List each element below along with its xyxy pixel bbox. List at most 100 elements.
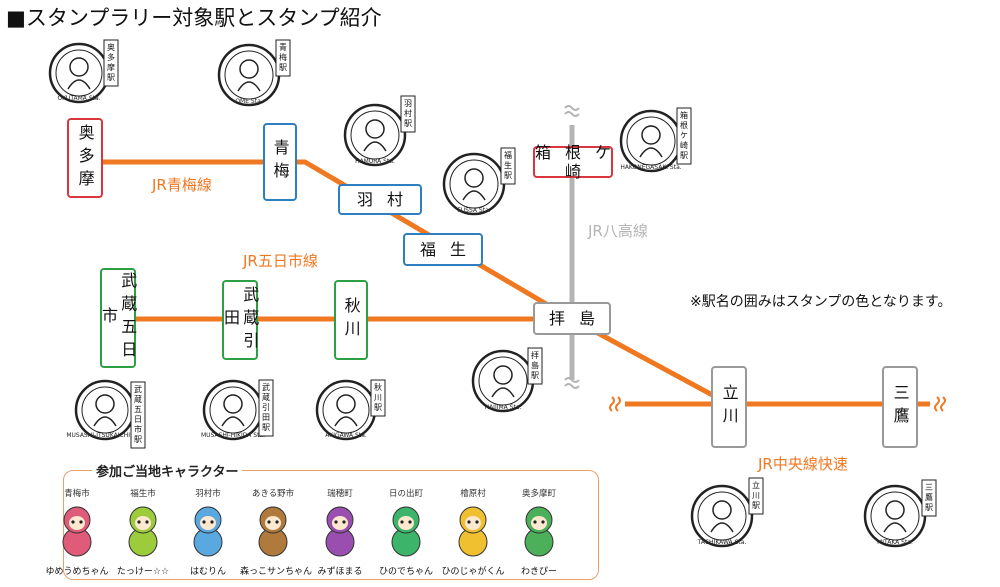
character-head-icon (641, 125, 661, 145)
hachiko-line-break-bottom (564, 377, 580, 389)
character-name: 森っこサンちゃん (240, 567, 313, 577)
character-card: 青梅市ゆめうめちゃん (44, 487, 110, 577)
station-hakonegasaki: 箱根ケ崎 (533, 143, 613, 181)
stamp-inner-ring-icon (626, 116, 676, 166)
stamp-inner-ring-icon (55, 49, 103, 97)
character-name: わきぴー (520, 567, 557, 577)
character-head-icon (69, 57, 89, 77)
stamp-label-frame (258, 379, 274, 437)
stamp-label-frame (103, 39, 119, 87)
character-city: あきる野市 (251, 489, 295, 499)
character-body-icon (883, 522, 907, 533)
stamp-label-frame (130, 381, 146, 449)
station-okutama: 奥多摩 (67, 118, 103, 198)
stamp-station-label: 羽村駅 (404, 99, 413, 129)
mascot-icon (458, 506, 488, 557)
stamp-station-label: 立川駅 (752, 480, 761, 511)
stamp-station-en: MUSASHI-HIKIDA Sta. (201, 432, 265, 439)
character-head-icon (464, 168, 484, 188)
stamp-ome: OME Sta. 青梅駅 (217, 39, 291, 107)
character-card: 福生市たっけー☆☆ (110, 487, 176, 577)
character-head-icon (365, 119, 385, 139)
station-name: 秋川 (341, 297, 361, 343)
character-city: 羽村市 (195, 489, 221, 499)
character-head-icon (223, 394, 243, 414)
stamp-station-en: MITAKA Sta. (877, 539, 913, 546)
stamp-okutama: OKUTAMA Sta.奥多摩駅 (48, 39, 119, 104)
character-head-icon (336, 394, 356, 414)
stamp-inner-ring-icon (697, 491, 747, 541)
hachiko-line-break-top (564, 105, 580, 117)
stamp-ring-icon (315, 379, 377, 441)
stamp-station-label: 箱根ケ崎駅 (680, 110, 689, 161)
mascot-icon (193, 506, 223, 557)
line-label-ome: JR青梅線 (152, 176, 212, 194)
station-musashi-itsukaichi: 武蔵五日市 (99, 268, 137, 368)
character-name: ゆめうめちゃん (45, 567, 109, 577)
stamp-label-frame (676, 107, 692, 165)
stamp-inner-ring-icon (870, 491, 920, 541)
character-body-icon (93, 416, 117, 427)
character-body-icon (67, 79, 91, 90)
stamp-inner-ring-icon (322, 386, 370, 434)
stamp-ring-icon (619, 109, 683, 173)
station-name: 青梅 (270, 139, 290, 185)
character-name: ひのでちゃん (378, 567, 433, 577)
page-title: ■スタンプラリー対象駅とスタンプ紹介 (6, 6, 382, 30)
stamp-station-en: OME Sta. (235, 98, 262, 105)
line-label-itsukaichi: JR五日市線 (243, 252, 318, 270)
station-haijima: 拝島 (533, 302, 611, 335)
station-name: 武蔵引田 (221, 285, 260, 355)
character-panel-title: 参加ご当地キャラクター (92, 461, 243, 480)
stamp-label-frame (400, 95, 416, 133)
stamp-inner-ring-icon (224, 50, 274, 100)
stamp-station-en: HAKONEGASAKI Sta. (620, 164, 681, 171)
stamp-ring-icon (343, 103, 407, 167)
stamp-ring-icon (863, 484, 927, 548)
stamp-station-label: 武蔵引田駅 (262, 382, 271, 433)
character-card: あきる野市森っこサンちゃん (240, 487, 313, 577)
stamp-ring-icon (690, 484, 754, 548)
stamp-ring-icon (471, 349, 535, 413)
character-body-icon (237, 81, 261, 92)
stamp-station-en: FUSSA Sta. (457, 207, 490, 214)
character-name: はむりん (189, 567, 226, 577)
character-city: 奥多摩町 (521, 489, 556, 499)
stamp-station-label: 秋川駅 (374, 382, 383, 413)
stamp-label-frame (275, 39, 291, 77)
character-city: 檜原村 (460, 489, 486, 499)
station-name: 羽村 (356, 189, 417, 209)
station-tachikawa: 立川 (711, 366, 747, 448)
mascot-icon (258, 506, 288, 557)
character-body-icon (491, 387, 515, 398)
character-city: 福生市 (130, 489, 156, 499)
stamp-fussa: FUSSA Sta.福生駅 (442, 147, 516, 216)
line-label-hachiko: JR八高線 (588, 222, 648, 240)
stamp-musashi-hikida: MUSASHI-HIKIDA Sta.武蔵引田駅 (201, 379, 274, 441)
mascot-icon (391, 506, 421, 557)
stamp-haijima: HAIJIMA Sta.拝島駅 (471, 347, 543, 413)
character-head-icon (493, 365, 513, 385)
character-name: たっけー☆☆ (116, 567, 170, 577)
stamp-station-label: 奥多摩駅 (107, 42, 116, 83)
character-name: ひのじゃがくん (441, 567, 505, 577)
stamp-label-frame (370, 379, 386, 417)
station-name: 立川 (719, 384, 739, 430)
stamp-station-label: 青梅駅 (279, 42, 288, 73)
character-body-icon (363, 141, 387, 152)
stamp-musashi-itsukaichi: MUSASHI-ITSUKAICHI Sta.武蔵五日市駅 (66, 379, 146, 449)
mascot-icon (524, 506, 554, 557)
stamp-station-en: MUSASHI-ITSUKAICHI Sta. (66, 432, 143, 439)
station-name: 箱根ケ崎 (535, 142, 626, 181)
character-body-icon (462, 190, 486, 201)
character-body-icon (221, 416, 245, 427)
character-city: 青梅市 (64, 489, 90, 499)
character-head-icon (712, 500, 732, 520)
stamp-inner-ring-icon (449, 159, 499, 209)
stamp-station-en: TACHIKAWA Sta. (697, 539, 747, 546)
stamp-ring-icon (217, 43, 281, 107)
stamp-station-label: 武蔵五日市駅 (134, 384, 143, 445)
stamp-station-label: 拝島駅 (531, 350, 540, 381)
station-name: 三鷹 (890, 384, 910, 430)
